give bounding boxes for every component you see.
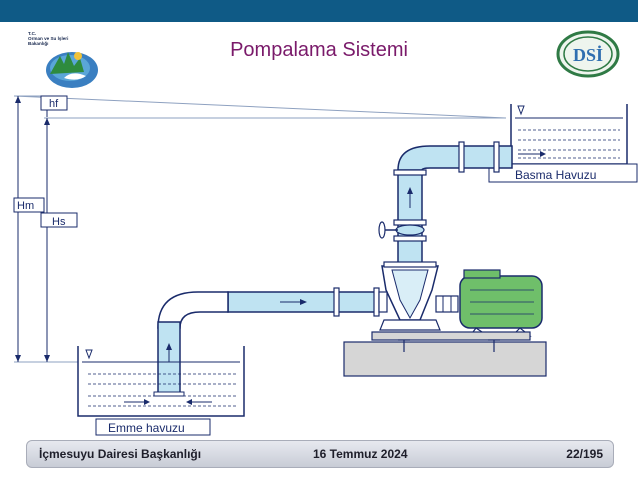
suction-tank-label: Emme havuzu (108, 421, 185, 435)
discharge-flow-arrow-icon (540, 151, 546, 157)
concrete-foundation (343, 341, 547, 377)
discharge-flange-2 (493, 141, 500, 173)
discharge-water-level-icon (517, 105, 525, 116)
hm-label: Hm (17, 200, 34, 212)
suction-flange-2 (373, 287, 380, 317)
ministry-emblem-icon (46, 52, 98, 88)
hm-label-box (13, 197, 45, 213)
hm-top-arrow-icon (15, 96, 21, 103)
riser-flange-valve-top (393, 219, 427, 226)
pump-suction-nozzle (378, 291, 388, 313)
suction-inflow-right-arrow-icon (186, 399, 192, 405)
discharge-riser-pipe (397, 169, 423, 267)
footer-page-number: 22/195 (566, 447, 603, 461)
gate-valve (395, 224, 425, 236)
suction-flow-arrow-icon (300, 299, 307, 305)
riser-flow-arrow-icon (407, 187, 413, 194)
footer-bar: İçmesuyu Dairesi Başkanlığı 16 Temmuz 20… (26, 440, 614, 468)
hf-label-box (40, 95, 68, 111)
foot-valve (153, 391, 185, 397)
ministry-line-2: Orman ve Su İşleri (28, 36, 69, 41)
ministry-line-1: T.C. (28, 31, 37, 36)
shaft-coupling (435, 295, 459, 313)
discharge-tank-label-box (488, 163, 638, 183)
energy-grade-line (13, 95, 507, 119)
pump-discharge-flange (383, 261, 437, 268)
suction-riser-arrow-icon (166, 343, 172, 350)
page-title: Pompalama Sistemi (230, 39, 408, 61)
riser-flange-top (393, 169, 427, 176)
pump-volute (391, 269, 429, 320)
suction-water-level-icon (85, 349, 93, 360)
valve-handwheel-icon (378, 221, 386, 239)
hf-label: hf (49, 98, 59, 110)
motor-terminal-box (463, 269, 501, 279)
base-plate (371, 331, 531, 341)
hm-bottom-arrow-icon (15, 355, 21, 362)
suction-inflow-left-arrow-icon (144, 399, 150, 405)
discharge-horizontal-pipe (461, 145, 513, 169)
hs-top-arrow-icon (44, 118, 50, 125)
riser-flange-valve-bottom (393, 235, 427, 242)
discharge-flange-1 (458, 141, 465, 173)
suction-tank-label-box (95, 418, 211, 436)
pump-foot (379, 319, 441, 331)
discharge-elbow-pipe (397, 145, 463, 171)
ministry-line-3: Bakanlığı (28, 41, 49, 46)
footer-date: 16 Temmuz 2024 (313, 447, 408, 461)
suction-tank (77, 346, 245, 417)
footer-organization: İçmesuyu Dairesi Başkanlığı (39, 447, 202, 461)
top-header-band (0, 0, 638, 22)
dsi-logo-icon: DSİ (556, 30, 620, 78)
hs-bottom-arrow-icon (44, 355, 50, 362)
suction-flange-1 (333, 287, 340, 317)
hs-label-box (40, 212, 78, 228)
discharge-tank-label: Basma Havuzu (515, 168, 596, 182)
hs-label: Hs (52, 216, 66, 228)
dsi-logo-text: DSİ (573, 45, 603, 65)
discharge-tank (510, 104, 628, 165)
